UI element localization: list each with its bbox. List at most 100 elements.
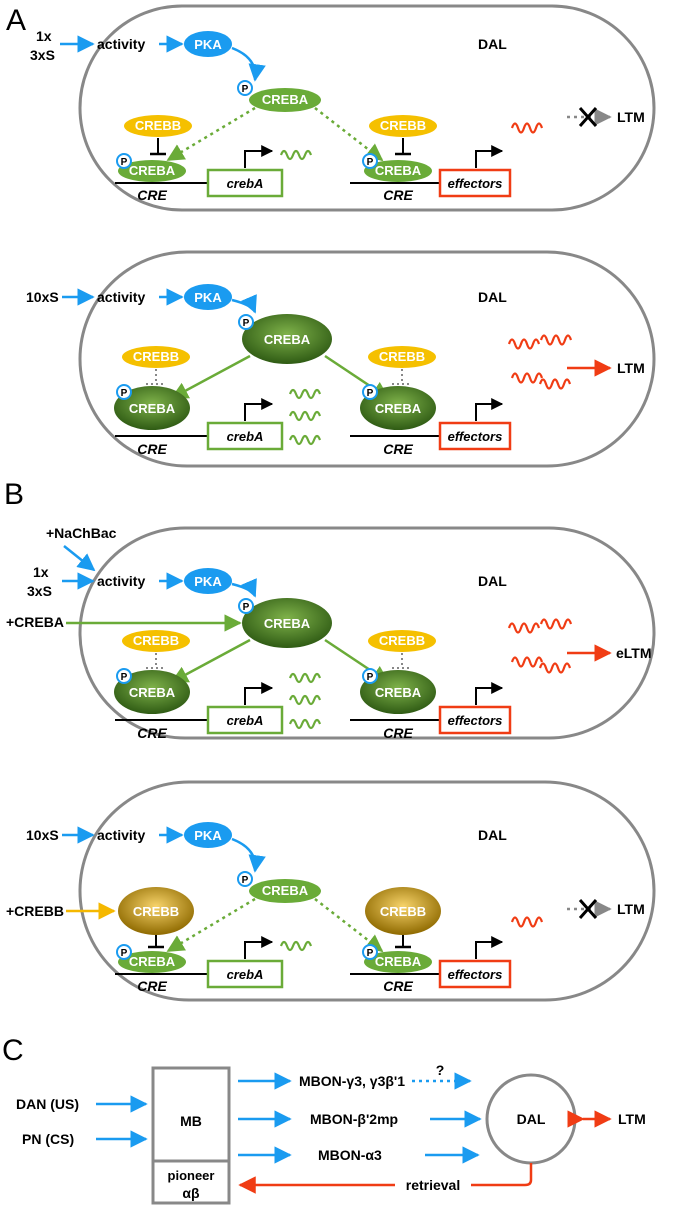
- block-x-icon: [578, 107, 598, 127]
- cre-label-left: CRE: [137, 187, 167, 203]
- block-x-icon: [578, 899, 598, 919]
- dotted-arrow-right: [314, 898, 384, 953]
- phospho-label: P: [243, 318, 250, 329]
- crebb-oval-left: [122, 630, 190, 652]
- effectors-gene-label: effectors: [448, 713, 503, 728]
- phospho-label: P: [121, 672, 128, 683]
- pka-label: PKA: [194, 37, 222, 52]
- creba-label: CREBA: [262, 883, 309, 898]
- transcription-arrow: [475, 682, 504, 705]
- creba-oval: [249, 879, 321, 903]
- dotted-arrow-left: [166, 106, 256, 162]
- stim-3xs: 3xS: [27, 583, 52, 599]
- creba-bound-right-label: CREBA: [375, 685, 422, 700]
- mbon-g3-label: MBON-γ3, γ3β'1: [299, 1073, 405, 1089]
- cre-label-left: CRE: [137, 441, 167, 457]
- panel-b-overexpress-creba-cell: +NaChBac 1x 3xS activity PKA DAL +CREBA …: [6, 525, 656, 741]
- effectors-gene-box: [438, 421, 512, 451]
- creba-label: CREBA: [264, 332, 311, 347]
- mrna-icon: [507, 622, 541, 634]
- mrna-icon: [288, 718, 322, 730]
- pka-oval: [184, 568, 232, 594]
- creba-bound-right: [360, 670, 436, 714]
- panel-letter-b: B: [4, 478, 24, 511]
- creba-oval-active: [242, 598, 332, 648]
- phospho-label: P: [121, 388, 128, 399]
- cre-label-right: CRE: [383, 978, 413, 994]
- dotted-arrow-left: [166, 897, 256, 953]
- crebb-oval-right: [368, 630, 436, 652]
- dal-cell-outline: [78, 4, 656, 212]
- creba-bound-left-label: CREBA: [129, 685, 176, 700]
- crebb-label-right: CREBB: [380, 118, 426, 133]
- effectors-gene-box: [438, 168, 512, 198]
- creba-gene-box: [206, 959, 284, 989]
- panel-b-overexpress-crebb-cell: 10xS activity PKA DAL CREBA P +CREBB CRE…: [6, 780, 656, 1002]
- creba-gene-label: crebA: [227, 429, 264, 444]
- creba-bound-right-label: CREBA: [375, 954, 422, 969]
- alpha-beta-label: αβ: [182, 1185, 200, 1201]
- phospho-icon: [237, 80, 253, 96]
- creba-oval-active: [242, 314, 332, 364]
- dal-label: DAL: [478, 289, 507, 305]
- activity-label: activity: [97, 36, 145, 52]
- creba-bound-right: [364, 951, 432, 973]
- dotted-arrow-right: [314, 107, 384, 162]
- effectors-gene-label: effectors: [448, 967, 503, 982]
- creba-bound-left: [114, 670, 190, 714]
- creba-bound-left-label: CREBA: [129, 401, 176, 416]
- stim-1x: 1x: [33, 564, 49, 580]
- crebb-oval-large-left: [118, 887, 194, 935]
- phospho-icon: [116, 668, 132, 684]
- mrna-icon: [288, 434, 322, 446]
- cre-label-right: CRE: [383, 187, 413, 203]
- pka-to-creba-arrow: [231, 46, 266, 82]
- mrna-icon: [288, 672, 322, 684]
- pka-to-creba-arrow: [231, 837, 266, 873]
- stim-10xs: 10xS: [26, 827, 59, 843]
- crebb-label-left: CREBB: [135, 118, 181, 133]
- stim-3xs: 3xS: [30, 47, 55, 63]
- activity-label: activity: [97, 573, 145, 589]
- crebb-label-left: CREBB: [133, 904, 179, 919]
- mrna-icon: [279, 149, 313, 161]
- crebb-oval-right: [368, 346, 436, 368]
- mrna-icon: [288, 388, 322, 400]
- dal-label: DAL: [517, 1111, 546, 1127]
- mrna-icon: [510, 122, 544, 134]
- creba-bound-left-label: CREBA: [129, 954, 176, 969]
- green-arrow-left: [170, 354, 251, 400]
- transcription-arrow: [244, 145, 274, 168]
- mrna-icon: [288, 694, 322, 706]
- phospho-icon: [362, 668, 378, 684]
- creba-bound-right-label: CREBA: [375, 163, 422, 178]
- creba-oval: [249, 88, 321, 112]
- stim-plus-crebb: +CREBB: [6, 903, 64, 919]
- mrna-icon: [510, 916, 544, 928]
- creba-bound-left: [114, 386, 190, 430]
- dal-label: DAL: [478, 36, 507, 52]
- creba-gene-label: crebA: [227, 713, 264, 728]
- mrna-icon: [507, 338, 541, 350]
- mbon-a3-label: MBON-α3: [318, 1147, 382, 1163]
- mrna-icon: [510, 372, 544, 384]
- effectors-gene-box: [438, 705, 512, 735]
- phospho-icon: [237, 871, 253, 887]
- ltm-label: LTM: [617, 109, 645, 125]
- effectors-gene-label: effectors: [448, 176, 503, 191]
- creba-gene-label: crebA: [227, 176, 264, 191]
- retrieval-label-bg: [395, 1174, 471, 1194]
- pka-oval: [184, 284, 232, 310]
- nachbac-arrow: [63, 545, 96, 572]
- dal-cell-outline: [78, 780, 656, 1002]
- transcription-arrow: [475, 398, 504, 421]
- dal-label: DAL: [478, 827, 507, 843]
- green-arrow-left: [170, 638, 251, 684]
- creba-gene-box: [206, 421, 284, 451]
- phospho-label: P: [367, 157, 374, 168]
- transcription-arrow: [475, 145, 504, 168]
- crebb-oval-left: [122, 346, 190, 368]
- pka-oval: [184, 31, 232, 57]
- dal-cell-outline: [78, 526, 656, 740]
- dal-label: DAL: [478, 573, 507, 589]
